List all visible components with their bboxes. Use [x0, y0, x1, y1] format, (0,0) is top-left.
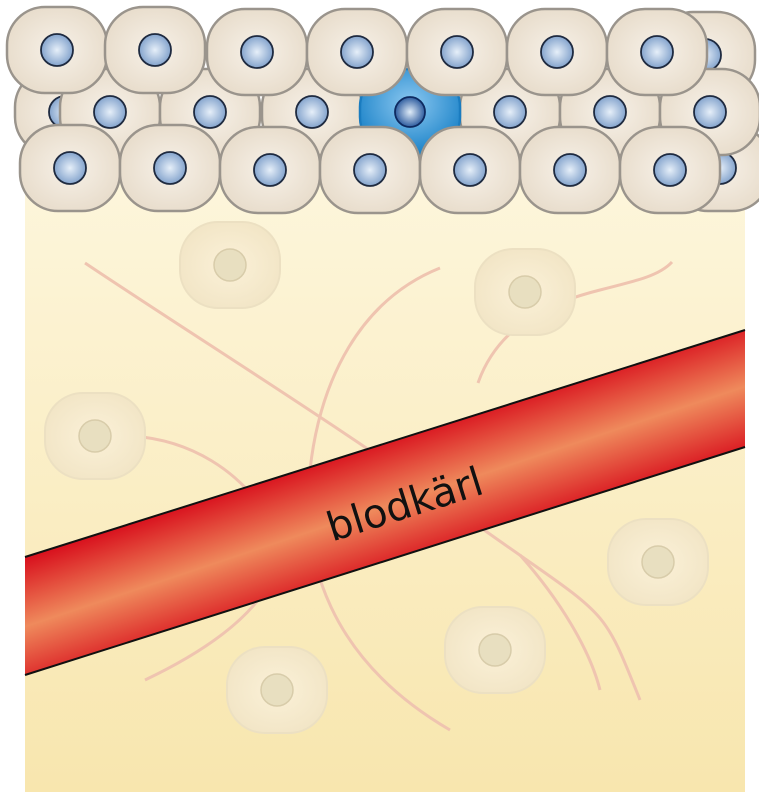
dermis-cell [44, 392, 146, 480]
nucleus [540, 35, 574, 69]
nucleus [478, 633, 512, 667]
nucleus [641, 545, 675, 579]
nucleus [153, 151, 187, 185]
dermis-cell [226, 646, 328, 734]
dermis-cell [474, 248, 576, 336]
cell [518, 125, 622, 215]
cell [118, 123, 222, 213]
nucleus [394, 96, 426, 128]
nucleus [40, 33, 74, 67]
nucleus [553, 153, 587, 187]
cell [218, 125, 322, 215]
nucleus [193, 95, 227, 129]
nucleus [508, 275, 542, 309]
dermis-cell [179, 221, 281, 309]
nucleus [295, 95, 329, 129]
nucleus [593, 95, 627, 129]
dermis-cell [444, 606, 546, 694]
fiber [518, 554, 602, 691]
epidermis-cells [5, 5, 759, 215]
nucleus [253, 153, 287, 187]
nucleus [78, 419, 112, 453]
cell [205, 7, 309, 97]
cell [618, 125, 722, 215]
nucleus [653, 153, 687, 187]
nucleus [353, 153, 387, 187]
cell [18, 123, 122, 213]
nucleus [640, 35, 674, 69]
nucleus [340, 35, 374, 69]
nucleus [453, 153, 487, 187]
nucleus [240, 35, 274, 69]
cell [103, 5, 207, 95]
cell [318, 125, 422, 215]
cell [405, 7, 509, 97]
cell [605, 7, 709, 97]
cell [418, 125, 522, 215]
nucleus [493, 95, 527, 129]
cell [5, 5, 109, 95]
fiber [476, 260, 674, 384]
nucleus [138, 33, 172, 67]
cell [505, 7, 609, 97]
nucleus [260, 673, 294, 707]
nucleus [93, 95, 127, 129]
dermis-cells [44, 221, 709, 734]
nucleus [440, 35, 474, 69]
nucleus [53, 151, 87, 185]
blood-vessel: blodkärl [24, 329, 746, 676]
nucleus [693, 95, 727, 129]
dermis-cell [607, 518, 709, 606]
cell [305, 7, 409, 97]
nucleus [213, 248, 247, 282]
